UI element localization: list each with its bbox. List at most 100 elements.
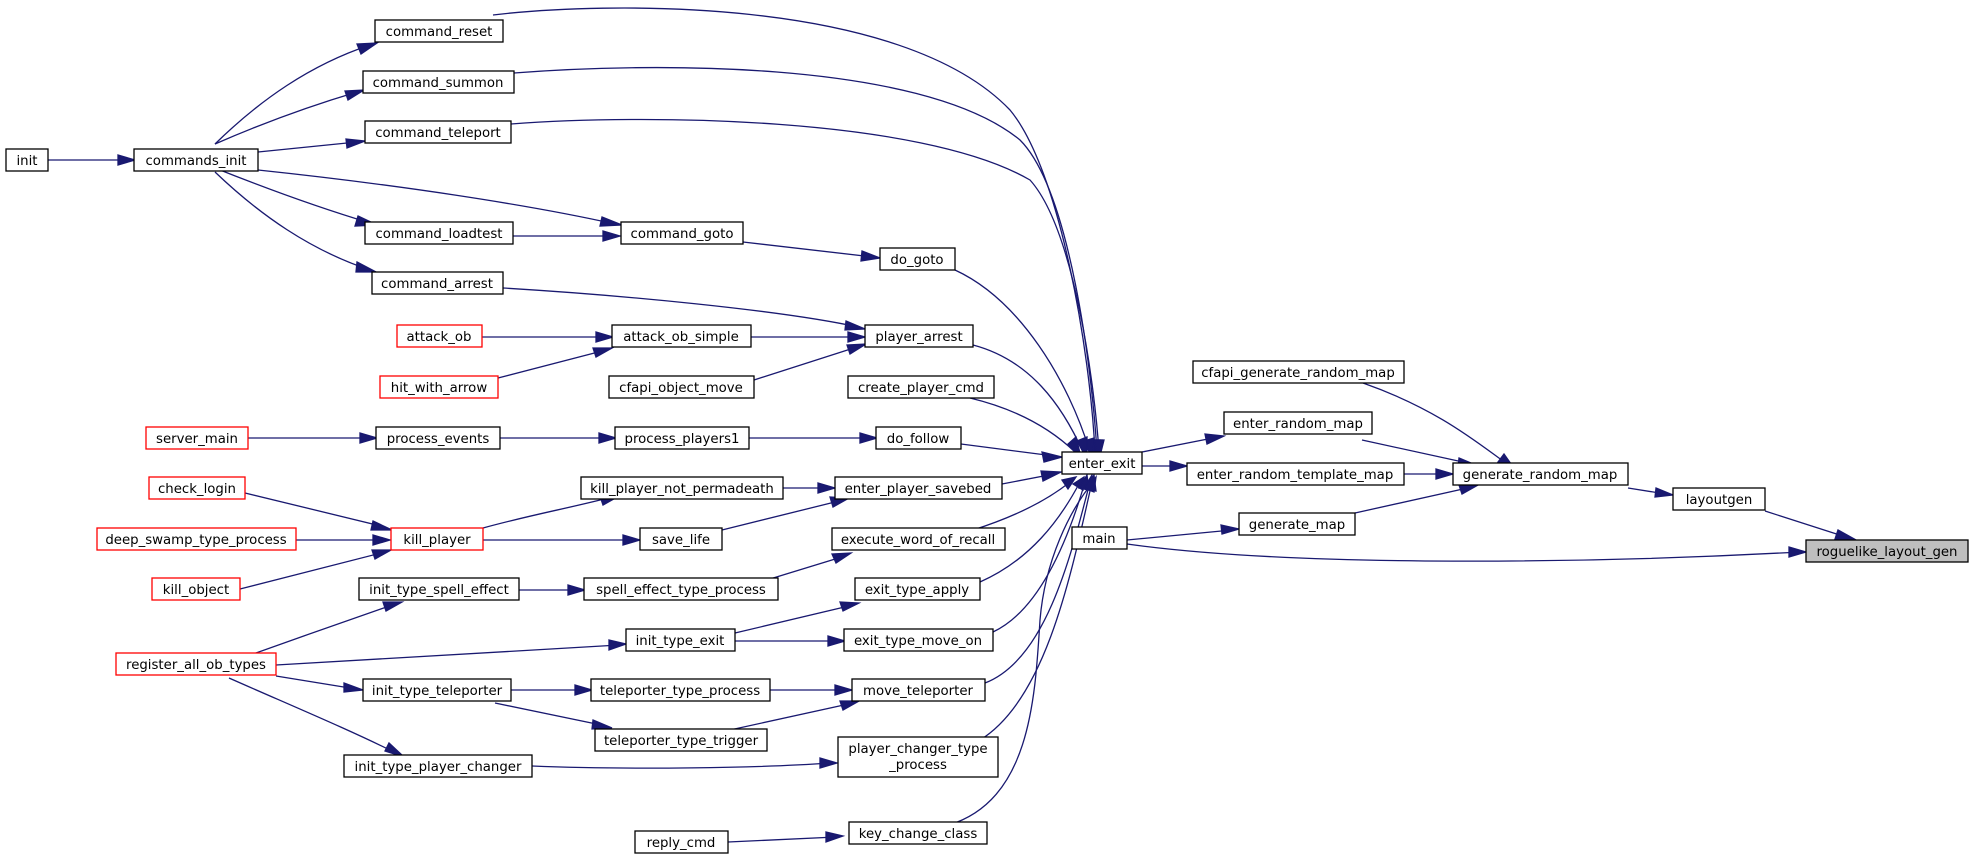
edge-attack_ob-attack_ob_simple — [482, 331, 616, 343]
edge-init-commands_init — [48, 154, 138, 166]
edge-init_type_teleporter-teleporter_type_trigger — [494, 702, 613, 730]
edge-generate_map-generate_random_map — [1354, 484, 1481, 514]
node-generate-map[interactable]: generate_map — [1238, 512, 1356, 536]
node-deep-swamp-type-process[interactable]: deep_swamp_type_process — [96, 527, 297, 551]
node-command-arrest[interactable]: command_arrest — [371, 271, 504, 295]
node-process-events[interactable]: process_events — [375, 426, 501, 450]
node-server-main[interactable]: server_main — [145, 426, 249, 450]
edge-process_players1-do_follow — [749, 432, 880, 444]
edge-init_type_exit-exit_type_apply — [734, 601, 862, 634]
node-command-loadtest[interactable]: command_loadtest — [364, 221, 514, 245]
edge-save_life-enter_player_savebed — [721, 496, 852, 531]
node-do-follow[interactable]: do_follow — [875, 426, 962, 450]
node-enter-random-map[interactable]: enter_random_map — [1223, 411, 1373, 435]
edge-deep_swamp_type_process-kill_player — [296, 534, 393, 546]
node-exit-type-move-on[interactable]: exit_type_move_on — [843, 628, 994, 652]
node-enter-player-savebed[interactable]: enter_player_savebed — [834, 476, 1003, 500]
node-init-type-teleporter-label: init_type_teleporter — [372, 684, 503, 699]
edge-commands_init-command_summon — [214, 89, 367, 145]
node-execute-word-of-recall[interactable]: execute_word_of_recall — [831, 527, 1006, 551]
node-teleporter-type-trigger[interactable]: teleporter_type_trigger — [594, 728, 768, 752]
node-cfapi-object-move-label: cfapi_object_move — [619, 381, 743, 396]
node-enter-player-savebed-label: enter_player_savebed — [845, 482, 992, 497]
node-init-type-exit[interactable]: init_type_exit — [625, 628, 736, 652]
node-reply-cmd[interactable]: reply_cmd — [634, 830, 729, 854]
node-kill-object-label: kill_object — [163, 583, 229, 598]
node-player-arrest[interactable]: player_arrest — [864, 324, 974, 348]
node-exit-type-apply-label: exit_type_apply — [865, 583, 969, 598]
edge-commands_init-command_goto — [257, 169, 623, 227]
edge-kill_player-save_life — [483, 534, 643, 546]
node-teleporter-type-process[interactable]: teleporter_type_process — [590, 678, 771, 702]
node-hit-with-arrow[interactable]: hit_with_arrow — [379, 375, 499, 399]
node-server-main-label: server_main — [156, 432, 238, 447]
node-command-arrest-label: command_arrest — [381, 277, 493, 292]
node-attack-ob[interactable]: attack_ob — [396, 324, 483, 348]
node-cfapi-generate-random-map[interactable]: cfapi_generate_random_map — [1192, 360, 1405, 384]
edge-enter_random_template_map-generate_random_map — [1404, 468, 1456, 480]
node-player-changer-type-process[interactable]: player_changer_type_process — [837, 736, 999, 778]
node-roguelike-layout-gen[interactable]: roguelike_layout_gen — [1805, 539, 1969, 563]
edge-init_type_spell_effect-spell_effect_type_process — [519, 584, 588, 596]
node-init-type-spell-effect[interactable]: init_type_spell_effect — [358, 577, 520, 601]
node-commands-init[interactable]: commands_init — [133, 148, 259, 172]
node-command-summon[interactable]: command_summon — [362, 70, 515, 94]
edge-init_type_exit-exit_type_move_on — [735, 635, 848, 647]
node-kill-player-not-permadeath[interactable]: kill_player_not_permadeath — [580, 476, 784, 500]
node-enter-random-template-map[interactable]: enter_random_template_map — [1186, 462, 1405, 486]
edge-command_arrest-player_arrest — [502, 287, 866, 331]
node-do-goto[interactable]: do_goto — [879, 247, 956, 271]
node-exit-type-apply[interactable]: exit_type_apply — [854, 577, 981, 601]
edge-commands_init-command_teleport — [257, 138, 366, 153]
node-spell-effect-type-process[interactable]: spell_effect_type_process — [583, 577, 779, 601]
node-layoutgen[interactable]: layoutgen — [1672, 487, 1766, 511]
edge-kill_player_not_permadeath-enter_player_savebed — [783, 482, 838, 494]
node-create-player-cmd[interactable]: create_player_cmd — [847, 375, 995, 399]
node-layoutgen-label: layoutgen — [1686, 493, 1753, 508]
node-init-label: init — [16, 154, 37, 169]
node-kill-object[interactable]: kill_object — [151, 577, 241, 601]
node-check-login[interactable]: check_login — [148, 476, 246, 500]
node-init-type-teleporter[interactable]: init_type_teleporter — [362, 678, 512, 702]
node-cfapi-object-move[interactable]: cfapi_object_move — [608, 375, 755, 399]
node-attack-ob-simple[interactable]: attack_ob_simple — [611, 324, 752, 348]
node-cfapi-generate-random-map-label: cfapi_generate_random_map — [1201, 366, 1395, 381]
edge-main-roguelike_layout_gen — [1126, 543, 1809, 562]
edge-init_type_teleporter-teleporter_type_process — [511, 684, 595, 696]
node-command-reset[interactable]: command_reset — [374, 19, 504, 43]
node-init-type-exit-label: init_type_exit — [636, 634, 725, 649]
node-enter-exit[interactable]: enter_exit — [1061, 451, 1143, 475]
node-init[interactable]: init — [5, 148, 49, 172]
edge-register_all_ob_types-init_type_spell_effect — [252, 601, 405, 655]
edge-hit_with_arrow-attack_ob_simple — [497, 347, 615, 379]
node-save-life-label: save_life — [652, 533, 710, 548]
edge-enter_exit-enter_random_template_map — [1142, 460, 1190, 472]
edge-commands_init-command_arrest — [214, 171, 377, 273]
node-teleporter-type-trigger-label: teleporter_type_trigger — [604, 734, 759, 749]
node-generate-random-map[interactable]: generate_random_map — [1452, 462, 1629, 486]
node-init-type-player-changer[interactable]: init_type_player_changer — [343, 754, 533, 778]
edge-init_type_player_changer-player_changer_type_process — [531, 757, 840, 769]
node-save-life[interactable]: save_life — [639, 527, 723, 551]
node-key-change-class[interactable]: key_change_class — [848, 821, 988, 845]
node-register-all-ob-types-label: register_all_ob_types — [126, 658, 266, 673]
node-roguelike-layout-gen-label: roguelike_layout_gen — [1817, 545, 1958, 560]
node-kill-player[interactable]: kill_player — [390, 527, 484, 551]
node-process-players1[interactable]: process_players1 — [614, 426, 750, 450]
node-command-goto[interactable]: command_goto — [620, 221, 744, 245]
node-reply-cmd-label: reply_cmd — [647, 836, 716, 851]
node-deep-swamp-type-process-label: deep_swamp_type_process — [105, 533, 286, 548]
node-command-teleport[interactable]: command_teleport — [364, 120, 512, 144]
node-do-goto-label: do_goto — [890, 253, 943, 268]
node-player-changer-type-process-label-1: player_changer_type — [848, 742, 987, 757]
node-move-teleporter[interactable]: move_teleporter — [851, 678, 986, 702]
edge-command_reset-enter_exit — [492, 7, 1101, 461]
edge-do_follow-enter_exit — [960, 443, 1065, 463]
node-command-teleport-label: command_teleport — [375, 126, 501, 141]
node-register-all-ob-types[interactable]: register_all_ob_types — [115, 652, 277, 676]
node-move-teleporter-label: move_teleporter — [863, 684, 973, 699]
node-main[interactable]: main — [1071, 526, 1128, 550]
edge-register_all_ob_types-init_type_player_changer — [228, 677, 405, 758]
node-commands-init-label: commands_init — [146, 154, 247, 169]
edge-process_events-process_players1 — [500, 432, 619, 444]
